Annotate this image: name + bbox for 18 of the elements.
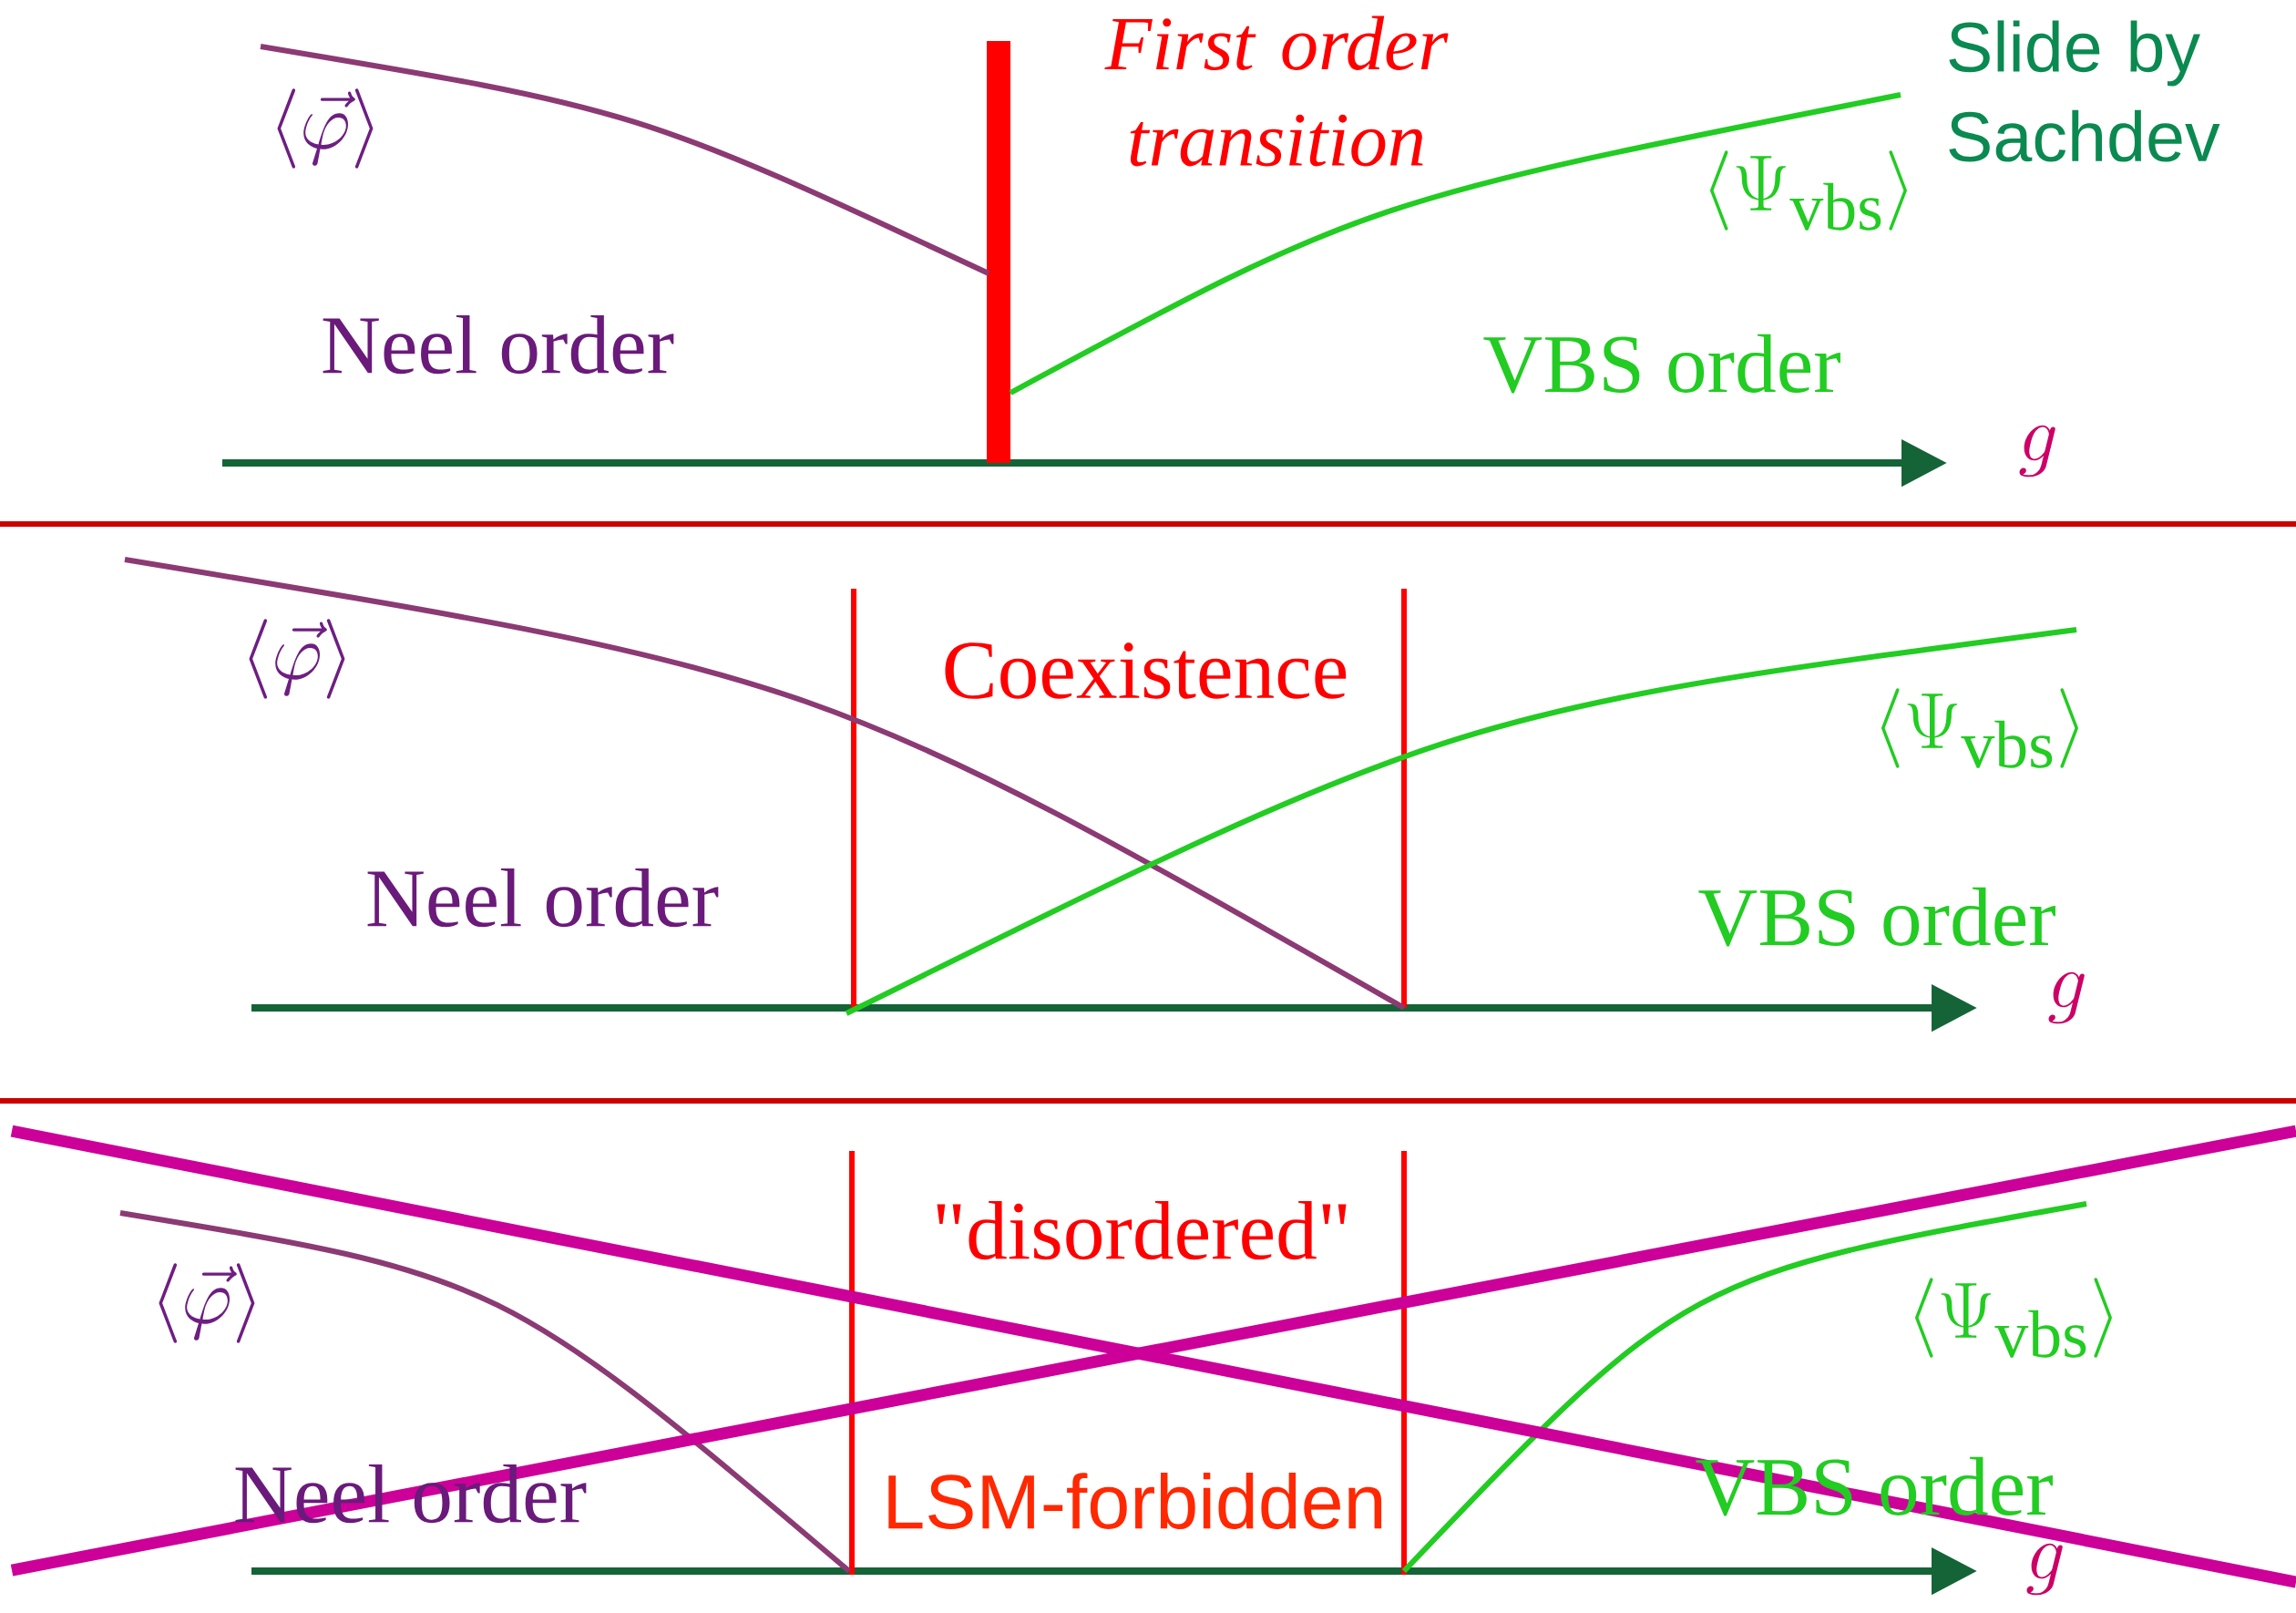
order-parameter-formula: $\langle\vec{\varphi}\rangle$ (249, 619, 345, 699)
phase-label: VBS order (1483, 334, 1840, 394)
phase-label: VBS order (1698, 887, 2055, 947)
order-parameter-formula: $\langle\Psi_{\mathrm{vbs}}\rangle$ (1915, 1278, 2112, 1358)
transition-label: First order transition (1104, 15, 1449, 167)
order-parameter-formula: $\langle\vec{\varphi}\rangle$ (159, 1263, 255, 1343)
phase-label: Neel order (367, 868, 719, 928)
region-label: Coexistence (945, 642, 1347, 699)
region-label: "disordered" (937, 1200, 1347, 1260)
axis-label: $g$ (2026, 1543, 2063, 1596)
order-parameter-formula: $\langle\vec{\varphi}\rangle$ (277, 88, 374, 169)
credit-text: Slide by Sachdev (1949, 20, 2220, 162)
region-label: LSM-forbidden (888, 1473, 1382, 1529)
phase-label: Neel order (323, 314, 674, 375)
axis-label: $g$ (2019, 425, 2055, 478)
axis-label: $g$ (2048, 971, 2085, 1024)
order-parameter-formula: $\langle\Psi_{\mathrm{vbs}}\rangle$ (1881, 688, 2078, 768)
order-parameter-formula: $\langle\Psi_{\mathrm{vbs}}\rangle$ (1710, 150, 1907, 231)
